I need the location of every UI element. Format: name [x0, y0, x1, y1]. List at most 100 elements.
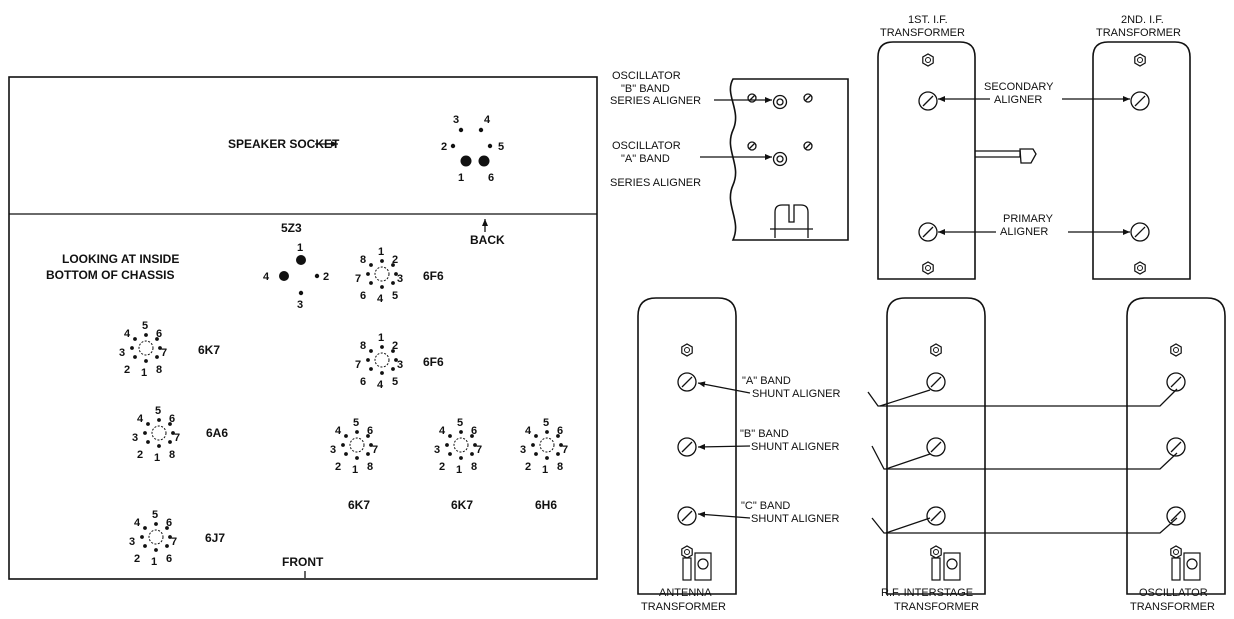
terminal-lug	[1171, 557, 1181, 581]
pin-label: 4	[134, 517, 141, 529]
pin-label: 1	[378, 246, 384, 258]
hex-nut-icon	[930, 343, 942, 357]
socket-pin-dot	[157, 418, 161, 422]
speaker-pin: 4	[484, 114, 491, 126]
speaker-pin: 5	[498, 141, 504, 153]
socket-pin-dot	[355, 430, 359, 434]
socket-pin-dot	[154, 522, 158, 526]
pin-label: 2	[392, 254, 398, 266]
pin-label: 3	[330, 444, 336, 456]
terminal-eyelet	[697, 558, 709, 570]
back-label: BACK	[470, 233, 505, 247]
socket-pin-dot	[391, 263, 395, 267]
socket-pin-dot	[556, 452, 560, 456]
pin-label: 7	[355, 273, 361, 285]
pin-label: 3	[297, 299, 303, 311]
osc-b-band-label: "B" BAND	[621, 83, 670, 95]
pin-label: 6	[360, 376, 366, 388]
socket-pin-dot	[380, 285, 384, 289]
trimmer-screw-icon	[926, 372, 946, 392]
osc-a-band-label: OSCILLATOR	[612, 140, 681, 152]
osc-b-band-label: SERIES ALIGNER	[610, 95, 701, 107]
socket-pin-dot	[545, 430, 549, 434]
socket-pin-dot	[143, 431, 147, 435]
c-band-shunt-label: SHUNT ALIGNER	[751, 513, 839, 525]
pin-label: 1	[352, 464, 358, 476]
socket-pin-dot	[394, 272, 398, 276]
pin-label: 6	[367, 425, 373, 437]
pin-label: 8	[367, 461, 373, 473]
pin-label: 3	[129, 536, 135, 548]
pin-label: 4	[124, 328, 131, 340]
socket-pin-dot	[344, 434, 348, 438]
tube-label: 6F6	[423, 355, 444, 369]
pin-label: 4	[137, 413, 144, 425]
tube-label: 6K7	[348, 498, 370, 512]
chassis-outline	[8, 76, 598, 580]
trimmer-screw-icon	[1166, 437, 1186, 457]
socket-pin-dot	[158, 346, 162, 350]
rf-transformers: "A" BAND SHUNT ALIGNER "B" BAND SHUNT AL…	[637, 297, 1226, 613]
socket-pin-dot	[366, 452, 370, 456]
view-label-line1: LOOKING AT INSIDE	[62, 252, 179, 266]
pin-label: 8	[169, 449, 175, 461]
pin-label: 6	[169, 413, 175, 425]
socket-pin-dot	[344, 452, 348, 456]
b-band-shunt-label: "B" BAND	[740, 428, 789, 440]
osc-a-band-label: SERIES ALIGNER	[610, 177, 701, 189]
pin-label: 4	[439, 425, 446, 437]
pin-label: 3	[397, 359, 403, 371]
socket-pin-dot	[130, 346, 134, 350]
socket-pin-dot	[155, 337, 159, 341]
pin-label: 1	[542, 464, 548, 476]
socket-pin-dot	[144, 359, 148, 363]
oscillator-transformer-label: TRANSFORMER	[1130, 601, 1215, 613]
pin-label: 4	[377, 379, 384, 391]
osc-b-band-label: OSCILLATOR	[612, 70, 681, 82]
socket-pin-dot	[556, 434, 560, 438]
socket-pin-dot	[459, 430, 463, 434]
socket-center	[539, 437, 555, 453]
socket-pin-dot	[143, 544, 147, 548]
trimmer-screw-icon	[1166, 372, 1186, 392]
socket-center	[349, 437, 365, 453]
pin-label: 3	[397, 273, 403, 285]
tube-label: 6F6	[423, 269, 444, 283]
socket-pin-dot	[459, 456, 463, 460]
pin-label: 7	[562, 444, 568, 456]
pin-label: 6	[360, 290, 366, 302]
pin-label: 7	[372, 444, 378, 456]
socket-center	[374, 352, 390, 368]
pin-label: 7	[174, 432, 180, 444]
pin-label: 6	[166, 553, 172, 565]
tube-label: 6K7	[198, 343, 220, 357]
pin-label: 8	[557, 461, 563, 473]
pin-label: 1	[151, 556, 157, 568]
socket-pin-dot	[380, 371, 384, 375]
socket-pin-dot	[146, 422, 150, 426]
trimmer-slot	[681, 376, 693, 388]
view-label-line2: BOTTOM OF CHASSIS	[46, 268, 174, 282]
c-band-shunt-label: "C" BAND	[741, 500, 790, 512]
socket-pin-dot	[168, 535, 172, 539]
socket-pin-dot	[470, 452, 474, 456]
pin-label: 3	[520, 444, 526, 456]
front-label: FRONT	[282, 555, 324, 569]
a-band-shunt-label: SHUNT ALIGNER	[752, 388, 840, 400]
pin-label: 2	[134, 553, 140, 565]
hex-nut-icon	[922, 53, 934, 67]
socket-pin-dot	[473, 443, 477, 447]
socket-pin-dot	[140, 535, 144, 539]
socket-pin-dot	[355, 456, 359, 460]
pin-label: 5	[392, 290, 398, 302]
socket-center	[453, 437, 469, 453]
antenna-transformer-label: ANTENNA	[659, 587, 712, 599]
pin-label: 5	[142, 320, 148, 332]
